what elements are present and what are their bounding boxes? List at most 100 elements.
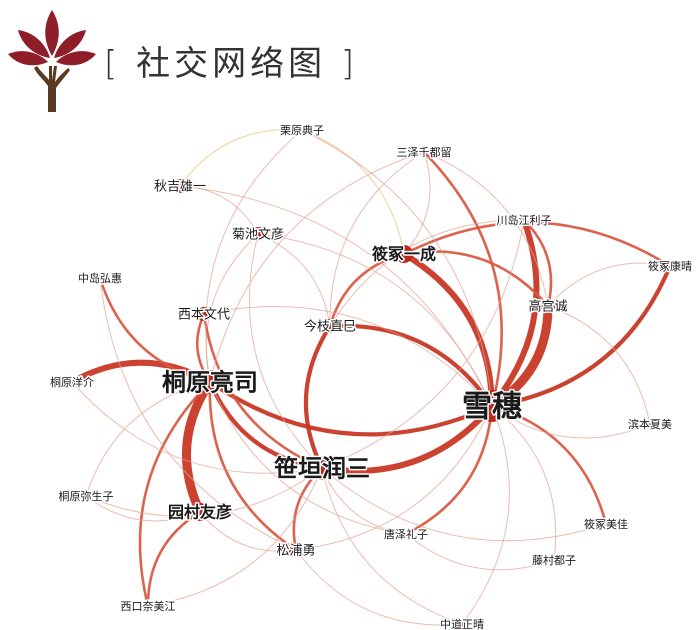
edge-lihao-zhongdao — [98, 276, 212, 384]
node-zhongdao[interactable] — [97, 275, 103, 281]
edge-gaogong-sanze — [423, 151, 549, 307]
edge-xiaozhuyicheng-xiaozhukang — [402, 221, 672, 268]
node-label-lidian: 栗原典子 — [280, 123, 324, 137]
node-label-dijun: 笹垣润三 — [274, 454, 370, 482]
node-label-xikou: 西口奈美江 — [121, 599, 176, 613]
node-qiuji[interactable] — [173, 179, 187, 193]
edge-songpu-xuesui — [295, 405, 493, 551]
node-xiaozhuyicheng[interactable] — [395, 245, 413, 263]
node-gaogong[interactable] — [541, 299, 555, 313]
page-title: [ 社交网络图 ] — [104, 44, 359, 84]
node-zhongdaojing[interactable] — [459, 621, 465, 627]
edge-lihao-songpu — [208, 380, 298, 552]
edge-xiaozhuyicheng-gaogong — [402, 250, 550, 308]
edge-xuesui-chuanhong — [489, 217, 540, 409]
edge-lihao-tongyuanyang — [69, 359, 213, 385]
node-label-sanze: 三泽千都留 — [397, 146, 452, 159]
edge-lihao-xikou — [138, 380, 212, 608]
edge-xiaozhukang-gaogong — [547, 262, 671, 307]
node-xikou[interactable] — [145, 603, 151, 609]
node-xiaozhukang[interactable] — [667, 263, 673, 269]
edge-xuesui-bingben — [491, 405, 651, 439]
node-label-xiben: 西本文代 — [178, 308, 230, 323]
node-label-zhongdaojing: 中道正晴 — [440, 617, 484, 630]
node-bingben[interactable] — [647, 421, 653, 427]
edge-juchi-xuesui — [257, 233, 493, 407]
node-xiaozhumei[interactable] — [603, 521, 609, 527]
edge-lihao-tongyuanmi — [85, 381, 211, 497]
edge-xuesui-xiaozhuyicheng — [401, 251, 495, 409]
edge-sanze-lihao — [209, 151, 425, 383]
edge-yuancun-xikou — [146, 510, 202, 608]
node-xiben[interactable] — [197, 307, 211, 321]
node-jinzhi[interactable] — [323, 319, 337, 333]
edge-xiaozhuyicheng-sanze — [403, 151, 431, 255]
node-songpu[interactable] — [289, 543, 303, 557]
node-label-zhongdao: 中岛弘惠 — [78, 271, 122, 285]
node-label-tongyuanmi: 桐原弥生子 — [59, 489, 114, 503]
node-label-qiuji: 秋吉雄一 — [154, 180, 206, 195]
edge-xiben-xuesui — [203, 306, 493, 407]
node-tongyuanmi[interactable] — [83, 493, 89, 499]
edge-tongyuanyang-dijun — [71, 381, 323, 474]
edge-gaogong-chuanhong — [522, 218, 553, 308]
edge-chuanhong-jinzhi — [329, 219, 525, 327]
node-tongyuanyang[interactable] — [69, 379, 75, 385]
edge-xiaozhuyicheng-jinzhi — [328, 252, 406, 328]
edge-xuesui-jinzhi — [327, 323, 495, 409]
node-label-tongyuanyang: 桐原洋介 — [50, 375, 94, 389]
node-yuancun[interactable] — [191, 503, 209, 521]
node-tangze[interactable] — [403, 531, 409, 537]
edge-xuesui-tangze — [404, 404, 494, 536]
node-label-gaogong: 高宫诚 — [528, 299, 567, 315]
edge-dijun-xiben — [202, 312, 324, 470]
edge-lihao-dijun — [207, 379, 325, 471]
node-tengcun[interactable] — [551, 557, 557, 563]
edge-xuesui-zhongdaojing — [461, 405, 510, 625]
node-lihao[interactable] — [198, 370, 222, 394]
node-label-juchi: 菊池文彦 — [232, 227, 284, 243]
node-label-songpu: 松浦勇 — [276, 544, 315, 559]
node-juchi[interactable] — [251, 227, 265, 241]
edge-xiaozhumei-dijun — [321, 467, 607, 542]
header: [ 社交网络图 ] — [0, 0, 700, 120]
node-lidian[interactable] — [299, 127, 305, 133]
edge-xuesui-sanze — [422, 150, 503, 408]
edge-tangze-lihao — [209, 381, 407, 535]
edge-lidian-xiaozhuyicheng — [301, 129, 405, 255]
node-dijun[interactable] — [310, 456, 334, 480]
node-label-bingben: 滨本夏美 — [628, 417, 672, 431]
node-label-jinzhi: 今枝直巳 — [304, 319, 356, 335]
node-layer — [69, 127, 673, 627]
edge-dijun-zhongdaojing — [321, 467, 463, 625]
node-label-tangze: 唐泽礼子 — [384, 527, 428, 541]
node-label-lihao: 桐原亮司 — [162, 368, 258, 396]
node-label-tengcun: 藤村都子 — [532, 553, 576, 567]
node-chuanhong[interactable] — [521, 217, 527, 223]
edge-dijun-jinzhi — [303, 323, 333, 471]
edge-zhongdao-songpu — [99, 277, 297, 551]
edge-jinzhi-juchi — [257, 233, 331, 327]
edge-bingben-gaogong — [547, 305, 651, 425]
edge-sanze-jinzhi — [329, 151, 425, 327]
edge-zhongdaojing-songpu — [295, 549, 463, 626]
node-xuesui[interactable] — [476, 390, 508, 422]
node-label-xiaozhumei: 筱冢美佳 — [584, 517, 628, 531]
edge-xuesui-xiaozhukang — [489, 263, 673, 409]
node-sanze[interactable] — [421, 149, 427, 155]
edge-xikou-dijun — [147, 467, 323, 607]
edge-dijun-xuesui — [319, 403, 495, 474]
node-label-yuancun: 园村友彦 — [168, 503, 232, 522]
edge-tengcun-tangze — [405, 533, 555, 571]
node-label-xiaozhukang: 筱冢康晴 — [648, 259, 692, 273]
edge-lidian-lihao — [205, 129, 303, 383]
node-label-xiaozhuyicheng: 筱冢一成 — [371, 245, 436, 264]
edge-yuancun-songpu — [199, 511, 297, 552]
node-label-chuanhong: 川岛江利子 — [497, 213, 552, 227]
edge-lihao-xuesui — [207, 379, 495, 437]
edge-chuanhong-dijun — [321, 219, 525, 469]
edge-lihao-yuancun — [181, 377, 215, 517]
node-label-xuesui: 雪穗 — [462, 390, 522, 425]
